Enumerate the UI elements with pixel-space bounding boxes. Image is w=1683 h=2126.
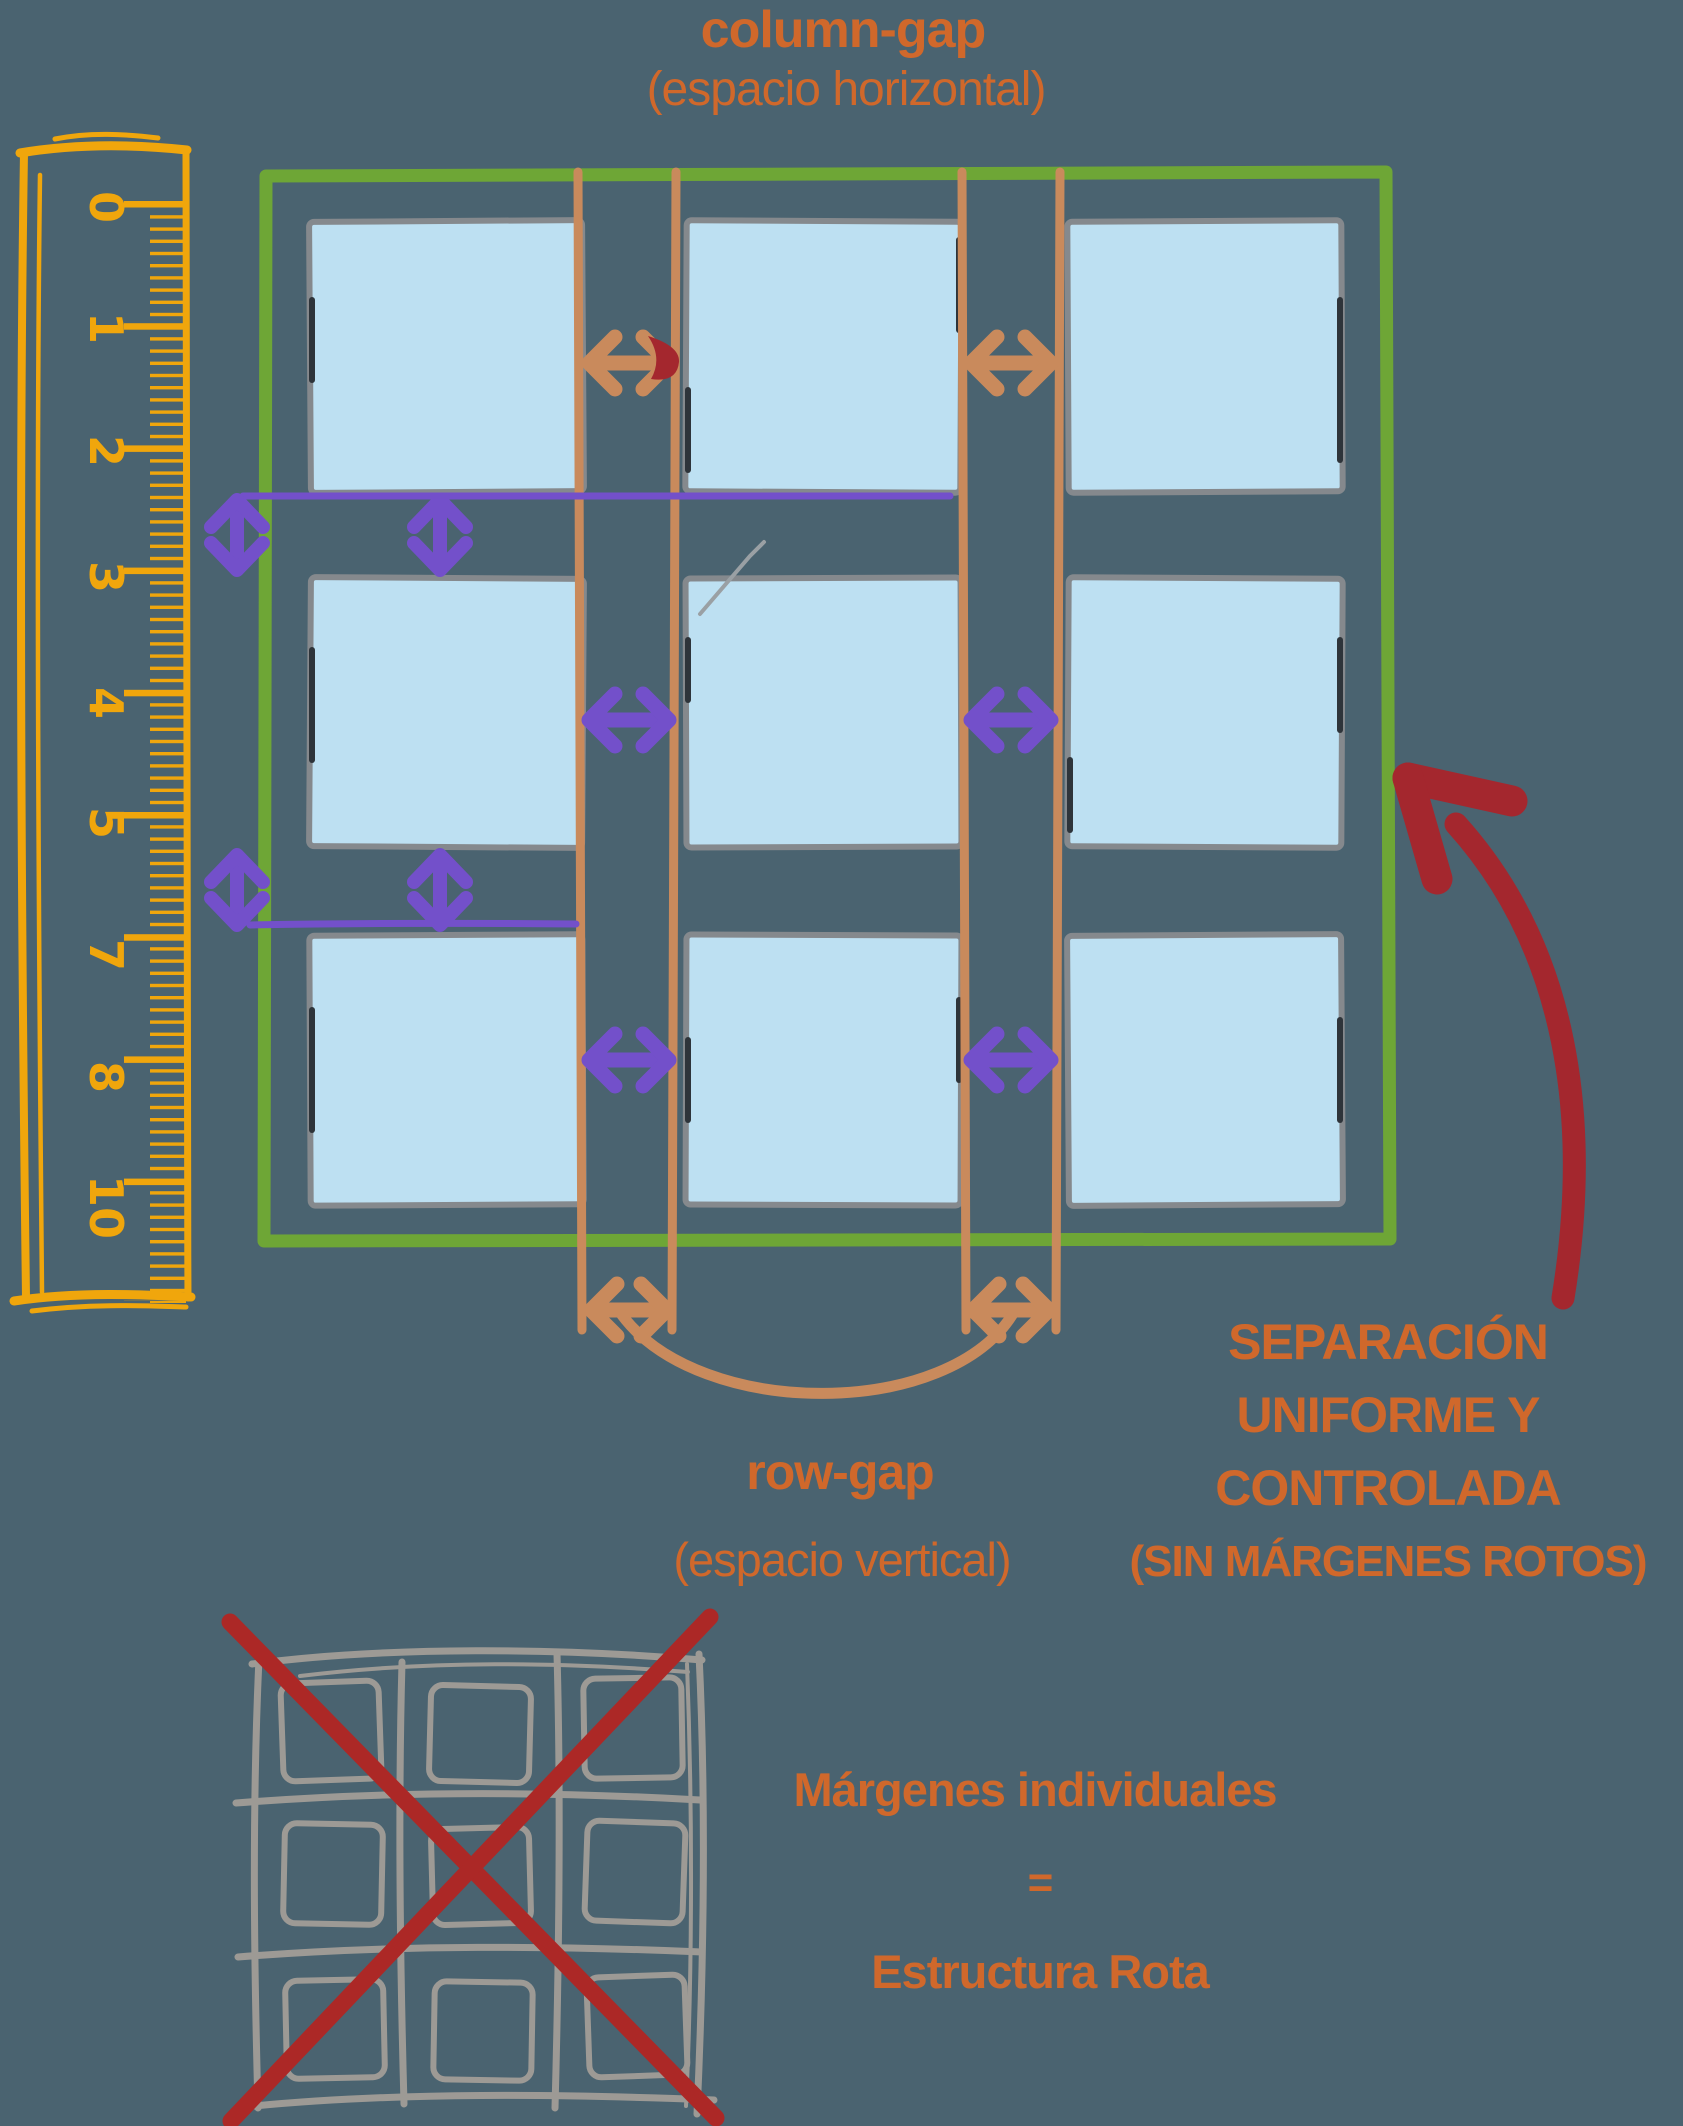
column-gap-subtitle: (espacio horizontal) [646, 63, 1047, 116]
column-gap-arrows-row2 [581, 686, 1059, 754]
grid-cell-1 [306, 217, 587, 496]
ruler-number-3: 3 [79, 560, 133, 594]
broken-grid-sketch [232, 1647, 718, 2118]
grid-cell-9 [1064, 931, 1346, 1209]
column-gap-title: column-gap [700, 1, 987, 59]
uniform-note-line4: (SIN MÁRGENES ROTOS) [1129, 1537, 1647, 1586]
grid-cell-2 [682, 217, 965, 496]
ruler-number-10: 10 [79, 1174, 133, 1240]
row-gap-markers [204, 491, 954, 932]
ruler-number-0: 0 [79, 190, 133, 224]
ruler [9, 131, 196, 1314]
row-gap-subtitle: (espacio vertical) [673, 1533, 1011, 1586]
grid-cell-7 [306, 931, 587, 1209]
arrow-head [1392, 762, 1453, 895]
gap1-left-line [573, 167, 587, 1335]
uniform-note-arrow [1392, 762, 1586, 1310]
broken-note-line1: Márgenes individuales [793, 1763, 1277, 1816]
red-ink-blot [648, 336, 680, 380]
row-gap-brace-arc [616, 1306, 1020, 1399]
uniform-note-line2: UNIFORME Y [1236, 1387, 1541, 1443]
ruler-number-5: 5 [79, 806, 133, 840]
row-gap-title: row-gap [746, 1444, 934, 1500]
uniform-note-line3: CONTROLADA [1215, 1460, 1562, 1516]
ruler-number-8: 8 [79, 1060, 133, 1094]
ruler-number-1: 1 [79, 311, 133, 345]
broken-note-line2: Estructura Rota [871, 1945, 1210, 1998]
row-gap1-guide-line [239, 491, 954, 500]
gap2-left-line [957, 167, 971, 1335]
ruler-major-ticks [124, 201, 186, 1301]
ruler-left-edge-double [35, 172, 45, 1295]
column-gap-arrows-row3 [581, 1026, 1059, 1094]
gap1-right-line [667, 167, 681, 1335]
grid-cell-6 [1064, 574, 1346, 851]
ruler-number-7: 7 [79, 938, 133, 972]
ruler-bottom-edge-double [29, 1303, 189, 1314]
bottom-gap-arrows [583, 1276, 1057, 1344]
ruler-top-flourish [52, 131, 161, 142]
gap2-right-line [1051, 167, 1065, 1335]
broken-note-equals: = [1027, 1858, 1054, 1907]
arrow-shaft [1444, 812, 1586, 1310]
uniform-note-line1: SEPARACIÓN [1228, 1314, 1549, 1370]
cell-border-ink-accents [309, 237, 1343, 1133]
column-gap-guide-lines [573, 167, 1065, 1335]
arrow-head [1392, 762, 1528, 817]
cell-5-pencil-scratch [698, 540, 766, 616]
ruler-number-4: 4 [79, 686, 133, 720]
cross-out-x [221, 1608, 725, 2126]
ruler-number-2: 2 [79, 434, 133, 468]
grid-cell-4 [306, 574, 587, 851]
grid-cells [306, 217, 1346, 1209]
grid-cell-3 [1064, 217, 1346, 496]
grid-cell-5 [682, 574, 965, 851]
grid-cell-8 [682, 931, 965, 1209]
ruler-right-edge [182, 148, 192, 1302]
ruler-top-edge [15, 141, 192, 158]
ruler-left-edge [17, 148, 30, 1302]
row-gap2-guide-line [246, 919, 580, 929]
